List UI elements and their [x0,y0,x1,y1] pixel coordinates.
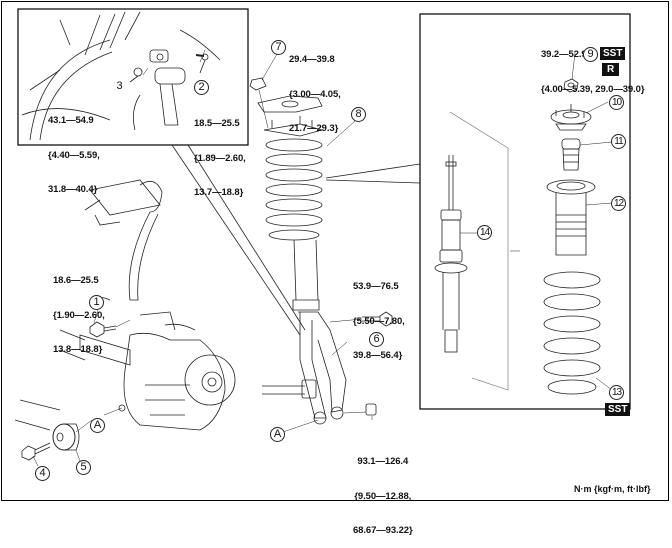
spec-line: 93.1—126.4 [357,456,409,467]
torque-spec-lower-nut: 93.1—126.4 {9.50—12.88, 68.67—93.22} [353,433,413,548]
inset-detail-box [17,8,249,146]
callout-2: 2 [194,80,209,95]
spec-line: 18.5—25.5 [194,118,240,129]
callout-4: 4 [35,466,50,481]
spec-line: 53.9—76.5 [353,281,399,292]
torque-spec-9: 39.2—52.9 {4.00—5.39, 29.0—39.0} [541,26,645,107]
spec-line: 39.8—56.4} [353,350,403,361]
washer-5-drawing [52,423,80,451]
replace-badge-9: R [602,63,620,76]
callout-10: 10 [609,95,624,110]
callout-14: 14 [477,225,492,240]
spec-line: {1.89—2.60, [194,152,246,164]
spec-line: 68.67—93.22} [353,525,413,536]
callout-9: 9 [583,47,598,62]
diagram-artwork [14,8,631,467]
spec-line: 13.7—18.8} [194,187,244,198]
spec-line: 39.2—52.9 [541,49,587,60]
diagram-frame [1,1,669,501]
bolt-1-drawing [89,319,131,338]
spec-line: 13.8—18.8} [53,344,103,355]
spec-line: {1.90—2.60, [53,309,105,321]
spec-line: {9.50—12.88, [354,490,412,502]
exploded-parts-drawing [434,78,601,395]
callout-11: 11 [611,134,626,149]
spec-line: {5.50—7.80, [353,315,405,327]
callout-3: 3 [116,80,123,92]
strut-assembly-drawing [249,77,393,425]
bolt-4-drawing [21,442,51,461]
spec-line: 31.8—40.4} [48,184,98,195]
callout-8: 8 [351,107,366,122]
torque-spec-2: 18.5—25.5 {1.89—2.60, 13.7—18.8} [194,95,246,210]
spec-line: 29.4—39.8 [289,54,335,65]
callout-12: 12 [611,196,626,211]
callout-13: 13 [609,385,624,400]
reference-mark-a-fork: A [270,427,285,442]
callout-5: 5 [76,460,91,475]
torque-units-label: N·m {kgf·m, ft·lbf} [574,484,651,494]
torque-spec-7: 29.4—39.8 {3.00—4.05, 21.7—29.3} [289,31,341,146]
spec-line: {3.00—4.05, [289,88,341,100]
spec-line: 18.6—25.5 [53,275,99,286]
reference-mark-a-knuckle: A [90,418,105,433]
callout-7: 7 [271,40,286,55]
torque-spec-3: 43.1—54.9 {4.40—5.59, 31.8—40.4} [48,92,100,207]
torque-spec-1: 18.6—25.5 {1.90—2.60, 13.8—18.8} [53,252,105,367]
spec-line: 21.7—29.3} [289,123,339,134]
torque-spec-6-bolt: 53.9—76.5 {5.50—7.80, 39.8—56.4} [353,258,405,373]
sst-badge-9: SST [600,47,626,60]
control-arm-knuckle-drawing [14,179,236,431]
exploded-strut-box [419,13,631,410]
spec-line: 43.1—54.9 [48,115,94,126]
spec-line: {4.40—5.59, [48,149,100,161]
callout-1: 1 [89,295,104,310]
sst-badge-13: SST [605,403,631,416]
inset-brake-drawing [21,11,221,141]
callout-6: 6 [369,332,384,347]
spec-line: {4.00—5.39, 29.0—39.0} [541,83,645,95]
